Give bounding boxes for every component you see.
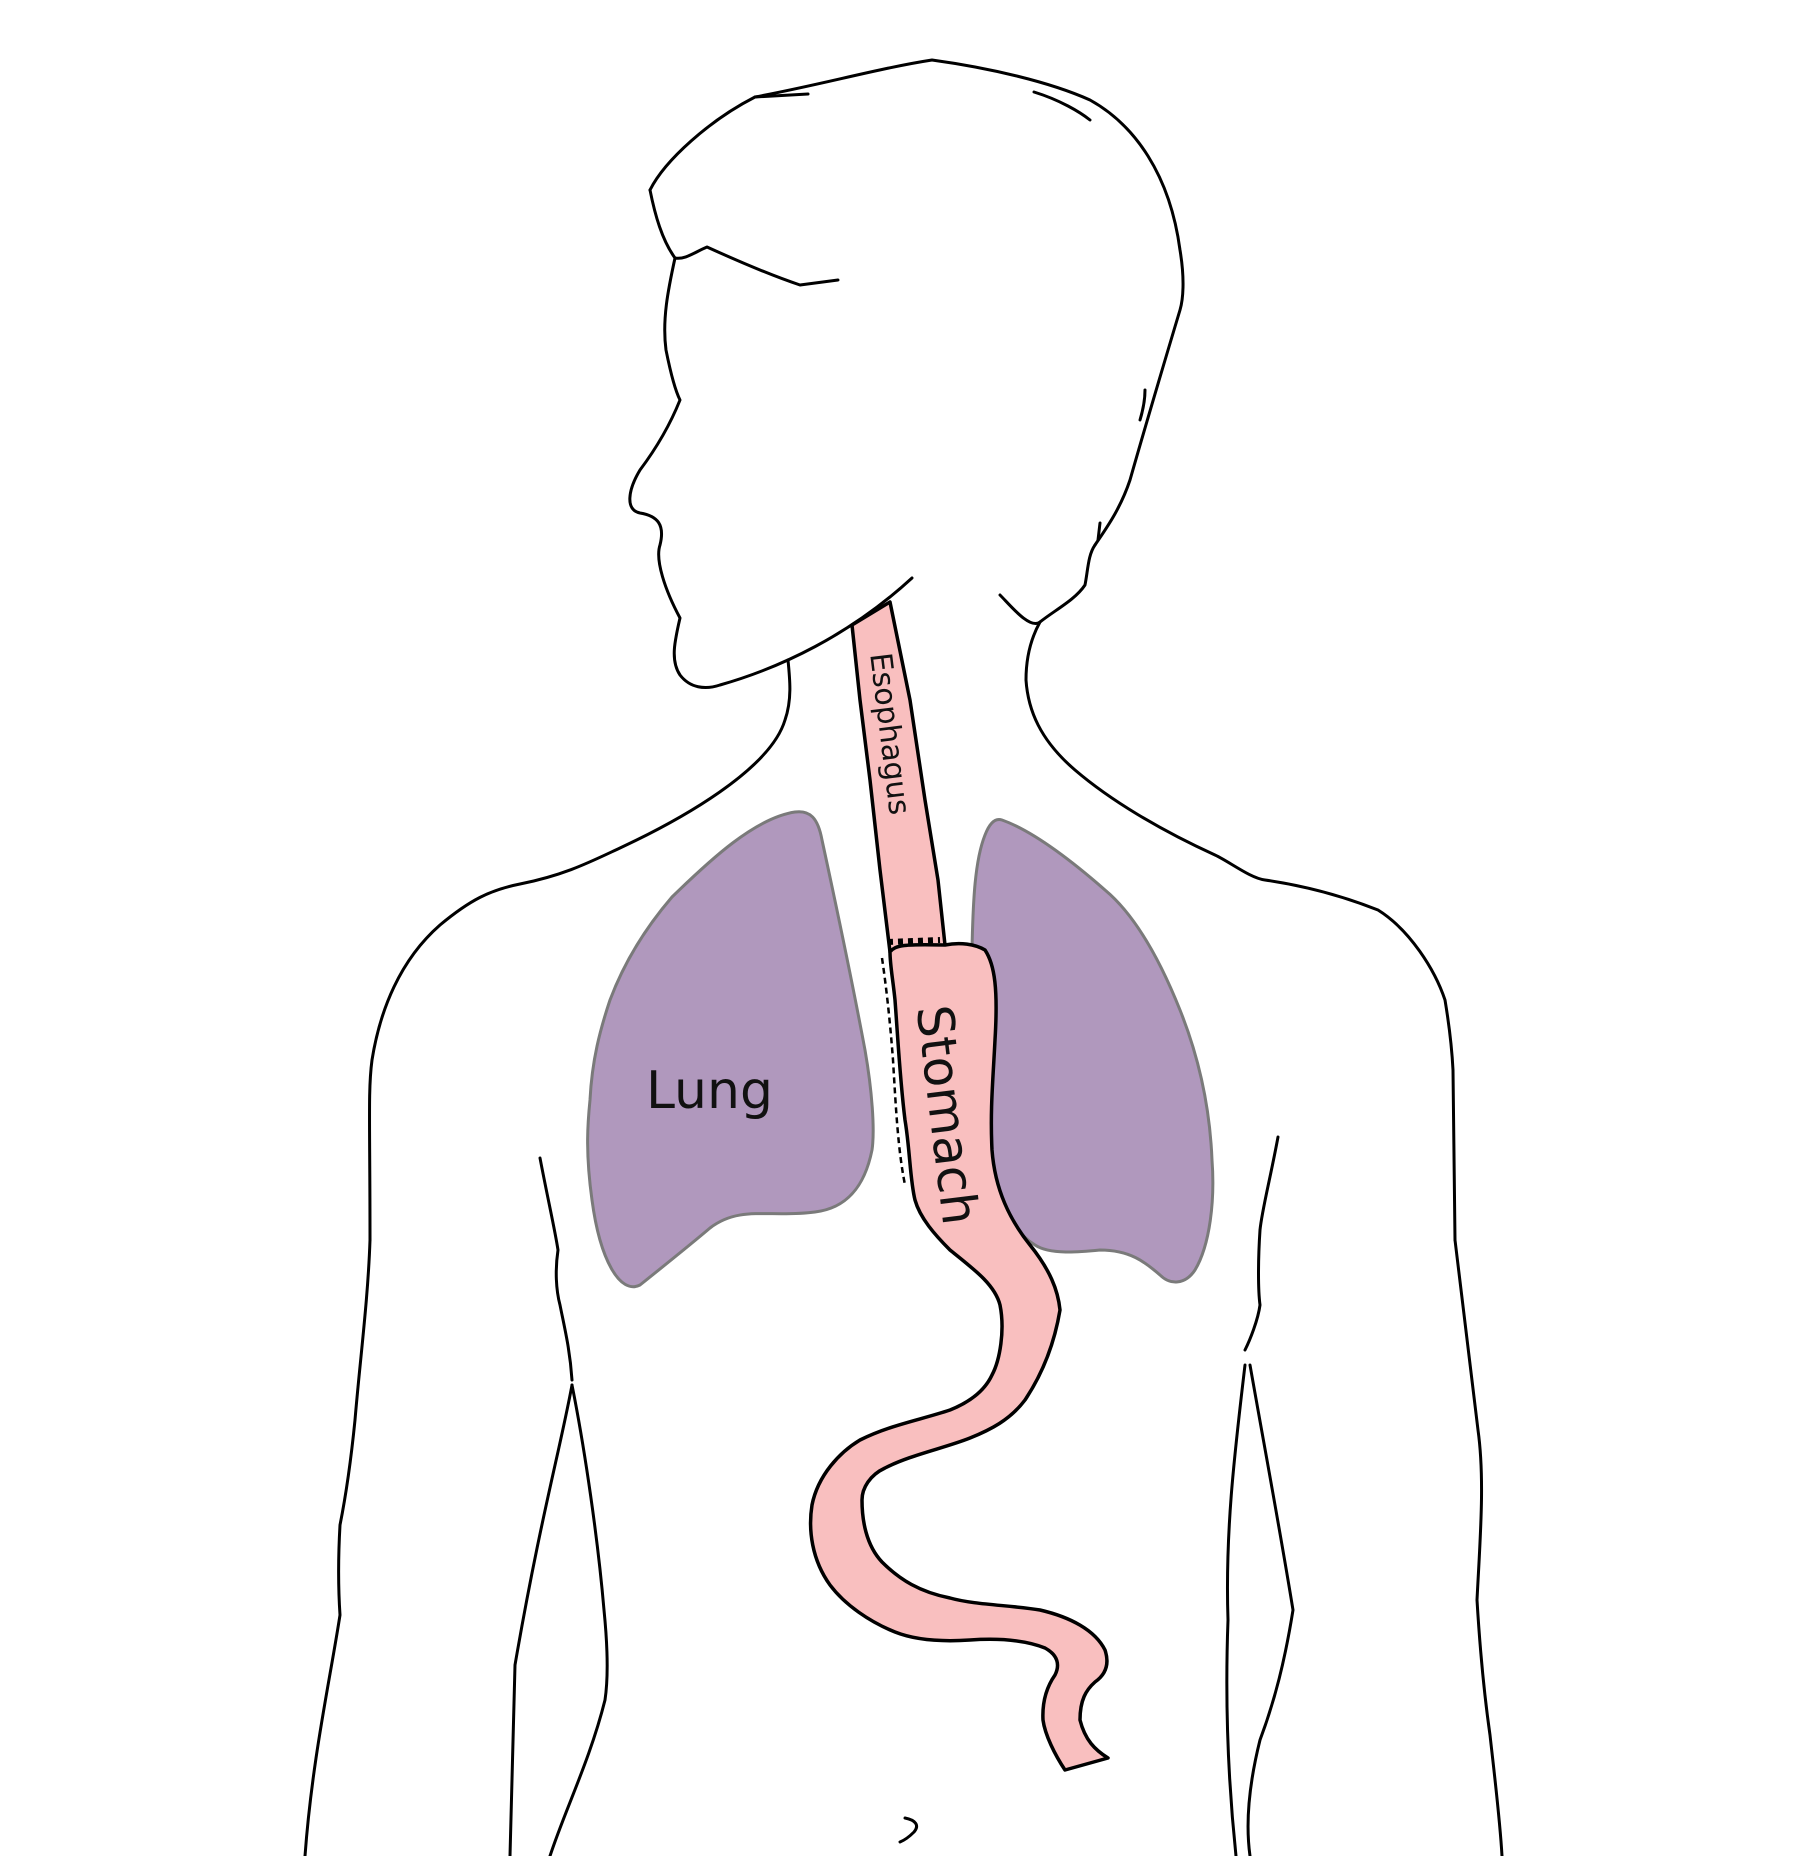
neck-right: [1024, 620, 1457, 1242]
head-outline: [648, 58, 1185, 547]
body-outline: [303, 58, 1504, 1856]
brow: [648, 188, 840, 287]
neck-left: [368, 658, 792, 1242]
lung-label: Lung: [646, 1061, 773, 1121]
face-profile: [628, 256, 914, 689]
navel: [898, 1816, 919, 1844]
left-lung: [586, 810, 875, 1289]
sphincter-marks: [887, 937, 941, 945]
stomach-fundus-line: [880, 957, 907, 1186]
stomach: [808, 941, 1110, 1772]
